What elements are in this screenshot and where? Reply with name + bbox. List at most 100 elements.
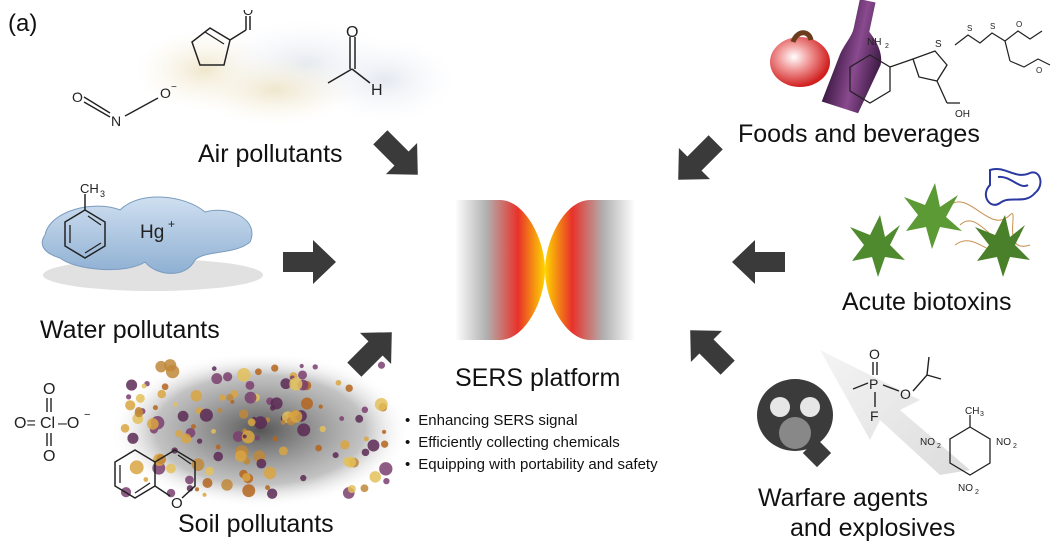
soil-particle <box>245 380 255 390</box>
soil-particle <box>256 458 267 469</box>
soil-particle <box>190 424 196 430</box>
soil-particle <box>190 390 203 402</box>
soil-particle <box>215 444 221 450</box>
soil-particle <box>185 475 194 485</box>
soil-particle <box>263 466 277 480</box>
sarin-molecule: O P F O <box>852 346 942 424</box>
soil-particle <box>332 452 339 459</box>
arrow-water <box>283 240 336 284</box>
soil-particle <box>181 433 192 444</box>
sarin-f: F <box>870 408 879 424</box>
soil-particle <box>213 451 224 462</box>
soil-particle <box>242 434 247 439</box>
feature-item: Equipping with portability and safety <box>405 454 657 476</box>
soil-particle <box>254 416 268 430</box>
sarin-o2: O <box>900 386 911 402</box>
svg-text:3: 3 <box>100 189 105 199</box>
svg-text:2: 2 <box>885 43 889 50</box>
air-pollutants-label: Air pollutants <box>198 140 343 168</box>
soil-particle <box>361 406 369 414</box>
soil-particle <box>270 397 283 410</box>
soil-particle <box>226 393 234 402</box>
perchlorate-cl: Cl <box>40 415 55 432</box>
nitrite-n: N <box>111 113 121 129</box>
chromene-o: O <box>171 495 183 512</box>
soil-pollutants-label: Soil pollutants <box>178 510 334 538</box>
soil-particle <box>166 463 176 474</box>
soil-particle <box>232 431 244 442</box>
soil-particle <box>301 397 313 410</box>
arrow-food <box>678 135 723 180</box>
arrow-biotoxins <box>732 240 785 284</box>
soil-particle <box>383 478 390 485</box>
mercury-ion: Hg <box>140 222 164 243</box>
soil-particle <box>272 436 278 442</box>
soil-particle <box>339 416 345 422</box>
soil-particle <box>379 462 393 476</box>
soil-particle <box>297 423 311 437</box>
soil-particle <box>147 418 159 430</box>
svg-text:−: − <box>171 82 177 93</box>
soil-particle <box>360 484 369 493</box>
tnt-molecule: CH 3 NO 2 NO 2 NO 2 <box>920 406 1017 495</box>
soil-particle <box>241 430 255 444</box>
acetaldehyde-o: O <box>346 25 358 41</box>
soil-particle <box>312 364 318 370</box>
furfural-molecule: O <box>191 10 253 66</box>
soil-particle <box>161 383 169 391</box>
soil-particle <box>355 414 364 423</box>
toluene-molecule: CH 3 Hg + <box>64 181 175 259</box>
soil-particle <box>345 456 356 468</box>
soil-particle <box>377 361 386 369</box>
toluene-ch3: CH <box>80 181 99 196</box>
perchlorate-o-top: O <box>43 381 55 398</box>
perchlorate-o-right: –O <box>58 415 79 432</box>
soil-particle <box>300 474 307 482</box>
plant-3 <box>975 215 1030 277</box>
tnt-no2-left: NO <box>920 437 935 448</box>
acute-biotoxins-label: Acute biotoxins <box>842 288 1012 316</box>
soil-particle <box>363 436 369 442</box>
soil-particle <box>155 360 167 373</box>
soil-particle <box>211 428 216 434</box>
svg-text:2: 2 <box>937 443 941 450</box>
soil-particle <box>280 419 286 425</box>
wine-bottle-icon <box>821 0 882 114</box>
soil-particle <box>223 372 233 382</box>
soil-particle <box>177 410 189 422</box>
acetaldehyde-h: H <box>371 82 383 99</box>
warfare-label-line2: and explosives <box>790 514 956 542</box>
svg-text:S: S <box>967 24 972 33</box>
tnt-ch3: CH <box>965 406 979 417</box>
soil-particle <box>374 398 388 411</box>
arrow-warfare <box>690 330 735 375</box>
svg-text:S: S <box>935 39 942 50</box>
furfural-o: O <box>243 10 253 18</box>
soil-particle <box>340 440 350 450</box>
soil-particle <box>202 492 207 497</box>
soil-particle <box>238 409 249 419</box>
soil-particle <box>152 405 158 411</box>
nitrite-o2: O <box>160 85 171 101</box>
soil-particle <box>242 484 256 498</box>
tnt-no2-bottom: NO <box>958 483 973 494</box>
soil-particle <box>299 363 304 369</box>
foods-beverages-label: Foods and beverages <box>738 120 980 148</box>
thiamine-oh: OH <box>955 109 970 120</box>
feature-item: Enhancing SERS signal <box>405 410 658 432</box>
svg-text:O: O <box>1036 66 1042 75</box>
soil-particle <box>345 384 353 392</box>
soil-particle <box>315 444 322 452</box>
nitrite-molecule: O N O − <box>72 82 177 129</box>
soil-particle <box>221 479 233 491</box>
soil-particles <box>110 352 410 508</box>
soil-particle <box>367 439 380 452</box>
soil-particle <box>120 424 130 433</box>
soil-particle <box>211 366 217 371</box>
acetaldehyde-molecule: O H <box>327 25 383 99</box>
soil-particle <box>280 378 292 390</box>
soil-particle <box>157 389 166 399</box>
plant-2 <box>904 183 962 249</box>
plant-1 <box>850 215 905 277</box>
